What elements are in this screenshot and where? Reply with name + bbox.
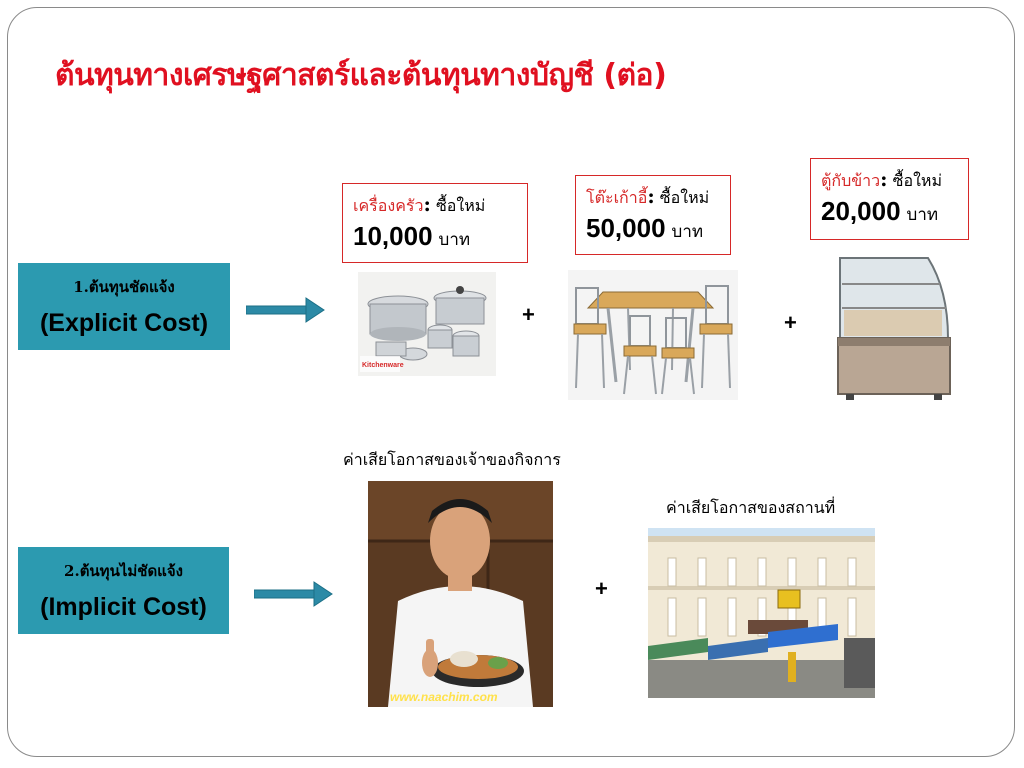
table-chairs-colon: :: [647, 184, 655, 208]
cookware-name: เครื่องครัว: [353, 196, 424, 215]
implicit-cost-english-label: (Implicit Cost): [40, 593, 207, 621]
table-chairs-amount: 50,000: [586, 213, 666, 243]
explicit-arrow-icon: [246, 297, 325, 323]
cabinet-desc: ซื้อใหม่: [887, 171, 942, 190]
slide-title: ต้นทุนทางเศรษฐศาสตร์และต้นทุนทางบัญชี (ต…: [55, 58, 667, 93]
plus-sign-3: +: [595, 576, 608, 601]
cookware-colon: :: [423, 192, 431, 216]
photo-watermark: www.naachim.com: [390, 690, 498, 704]
plus-sign-1: +: [522, 302, 535, 327]
implicit-arrow-icon: [254, 581, 333, 607]
cabinet-name: ตู้กับข้าว: [821, 171, 881, 190]
implicit-cost-box: 2.ต้นทุนไม่ชัดแจ้ง (Implicit Cost): [18, 547, 229, 634]
business-owner-photo: www.naachim.com: [368, 481, 553, 707]
explicit-cost-box: 1.ต้นทุนชัดแจ้ง (Explicit Cost): [18, 263, 230, 350]
implicit-cost-thai-label: 2.ต้นทุนไม่ชัดแจ้ง: [64, 562, 183, 580]
plus-sign-2: +: [784, 310, 797, 335]
cabinet-colon: :: [880, 167, 888, 191]
cookware-desc: ซื้อใหม่: [430, 196, 486, 215]
place-opportunity-cost-caption: ค่าเสียโอกาสของสถานที่: [666, 498, 836, 517]
table-chairs-image: [568, 270, 738, 400]
cabinet-amount: 20,000: [821, 196, 901, 226]
table-chairs-name: โต๊ะเก้าอี้: [586, 188, 648, 207]
explicit-cost-english-label: (Explicit Cost): [39, 309, 209, 337]
cookware-brand-text: Kitchenware: [362, 362, 404, 369]
cabinet-unit: บาท: [906, 205, 939, 225]
display-cabinet-image: [828, 250, 956, 408]
shop-building-photo: [648, 528, 875, 698]
explicit-cost-thai-label: 1.ต้นทุนชัดแจ้ง: [73, 278, 175, 296]
cookware-image: Kitchenware: [358, 272, 496, 376]
cookware-unit: บาท: [438, 230, 471, 250]
table-chairs-desc: ซื้อใหม่: [654, 188, 710, 207]
owner-opportunity-cost-caption: ค่าเสียโอกาสของเจ้าของกิจการ: [343, 450, 561, 469]
table-chairs-unit: บาท: [671, 222, 704, 242]
cookware-amount: 10,000: [353, 221, 433, 251]
